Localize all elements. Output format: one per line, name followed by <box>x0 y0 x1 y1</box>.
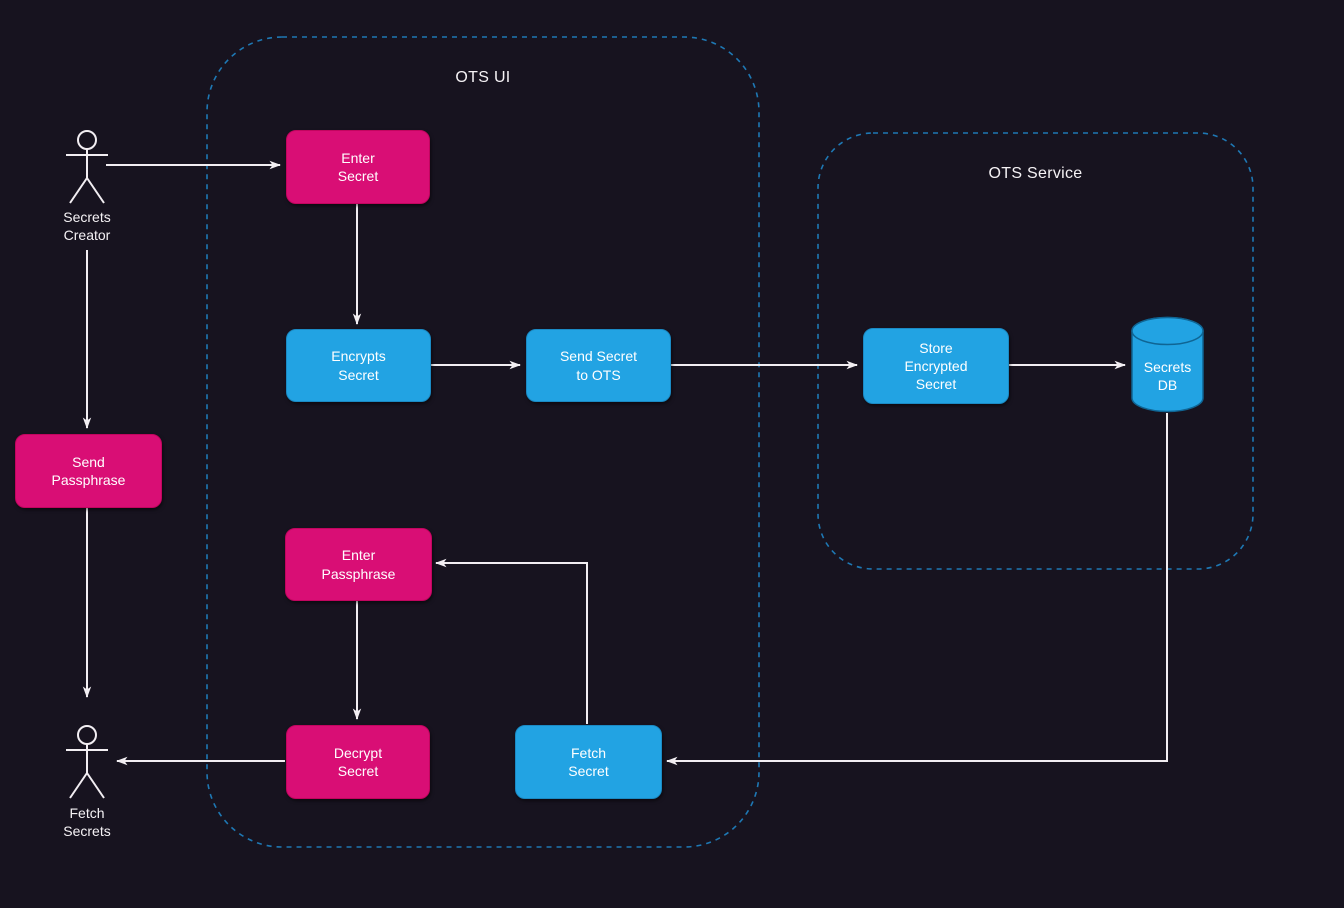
node-label: Fetch Secret <box>568 744 609 779</box>
container-ots-ui-border <box>206 36 760 848</box>
actor-label-fetch-secrets: Fetch Secrets <box>63 805 111 839</box>
edge-fetch-secret-to-enter-passphrase <box>435 558 588 724</box>
node-label: Send Secret to OTS <box>559 348 638 383</box>
node-enter-passphrase: Enter Passphrase <box>285 528 432 601</box>
edge-secrets-db-to-fetch-secret <box>666 413 1168 766</box>
node-label: Send Passphrase <box>51 453 126 488</box>
node-enter-secret: Enter Secret <box>286 130 430 204</box>
node-fetch-secret: Fetch Secret <box>515 725 662 799</box>
node-encrypts-secret: Encrypts Secret <box>286 329 431 402</box>
actor-icon-fetch-secrets <box>66 725 108 799</box>
actor-icon-secrets-creator <box>66 130 108 204</box>
node-secrets-db-label: Secrets DB <box>1143 359 1192 394</box>
container-title-ots-service: OTS Service <box>988 165 1083 182</box>
node-label: Enter Secret <box>337 149 379 184</box>
database-cylinder-icon <box>1131 316 1204 413</box>
node-label: Decrypt Secret <box>333 744 383 779</box>
node-send-passphrase: Send Passphrase <box>15 434 162 508</box>
node-label: Encrypts Secret <box>331 348 386 383</box>
actor-label-secrets-creator: Secrets Creator <box>63 209 111 243</box>
node-decrypt-secret: Decrypt Secret <box>286 725 430 799</box>
container-title-ots-ui: OTS UI <box>455 69 511 86</box>
node-store-encrypted-secret: Store Encrypted Secret <box>863 328 1009 404</box>
node-send-secret-to-ots: Send Secret to OTS <box>526 329 671 402</box>
node-label: Enter Passphrase <box>321 547 396 582</box>
node-label: Store Encrypted Secret <box>904 339 968 393</box>
container-ots-service-border <box>817 132 1254 570</box>
